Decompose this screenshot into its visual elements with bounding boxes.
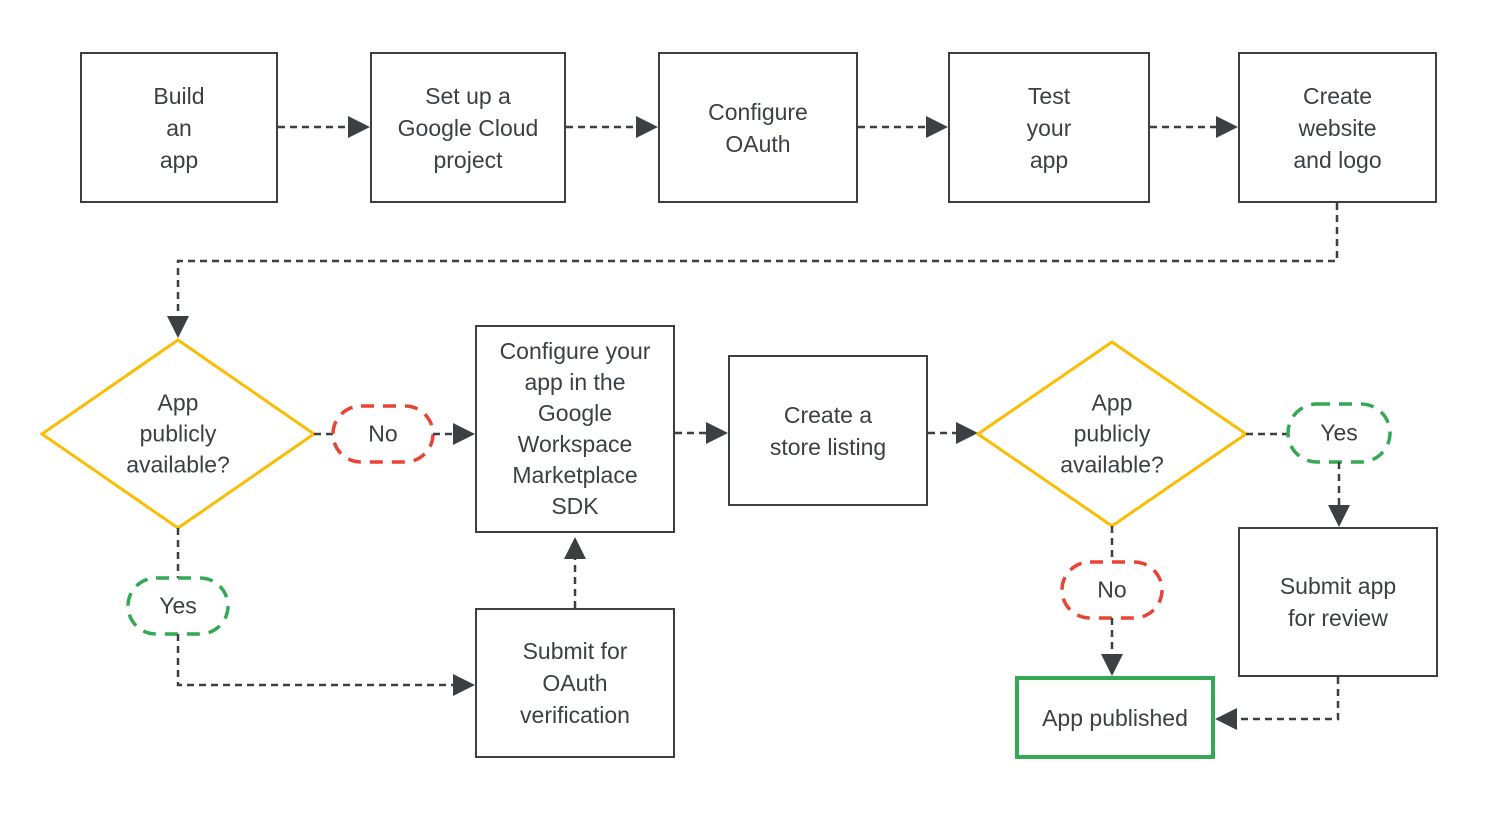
edge-submit-review-to-published	[1239, 677, 1340, 721]
node-setup-google-cloud-project: Set up a Google Cloud project	[370, 52, 566, 203]
arrowhead-into-decision-left	[167, 316, 189, 338]
arrowhead-oauth-to-test	[926, 116, 948, 138]
arrowhead-into-decision-right	[956, 422, 978, 444]
arrowhead-into-submit-oauth	[453, 674, 475, 696]
node-configure-oauth: Configure OAuth	[658, 52, 858, 203]
no-label-left: No	[368, 420, 398, 447]
no-oval-right	[1060, 560, 1164, 620]
yes-label-right: Yes	[1320, 419, 1358, 446]
node-submit-app-for-review: Submit app for review	[1238, 527, 1438, 677]
edge-yes-to-submit-oauth	[176, 634, 453, 687]
node-test-your-app: Test your app	[948, 52, 1150, 203]
arrowhead-review-into-published	[1215, 708, 1237, 730]
arrowhead-oauth-into-sdk	[564, 537, 586, 559]
decision-left-label: App publicly available?	[126, 389, 230, 478]
arrowhead-into-store	[706, 422, 728, 444]
node-submit-for-oauth-verification: Submit for OAuth verification	[475, 608, 675, 758]
arrowhead-build-to-cloud	[348, 116, 370, 138]
arrowhead-cloud-to-oauth	[636, 116, 658, 138]
node-configure-marketplace-sdk: Configure your app in the Google Workspa…	[475, 325, 675, 533]
node-build-an-app: Build an app	[80, 52, 278, 203]
arrowhead-into-sdk	[453, 423, 475, 445]
no-label-right: No	[1097, 576, 1127, 603]
node-create-website-and-logo: Create website and logo	[1238, 52, 1437, 203]
arrowhead-into-submit-review	[1328, 505, 1350, 527]
decision-right-label: App publicly available?	[1060, 389, 1164, 478]
edge-website-to-decision-left	[176, 203, 1339, 316]
no-oval-left	[331, 404, 435, 464]
yes-label-left: Yes	[159, 592, 197, 619]
arrowhead-test-to-website	[1216, 116, 1238, 138]
node-app-published: App published	[1015, 676, 1215, 759]
yes-oval-left	[126, 576, 230, 636]
arrowhead-no-into-published	[1101, 654, 1123, 676]
node-create-store-listing: Create a store listing	[728, 355, 928, 506]
